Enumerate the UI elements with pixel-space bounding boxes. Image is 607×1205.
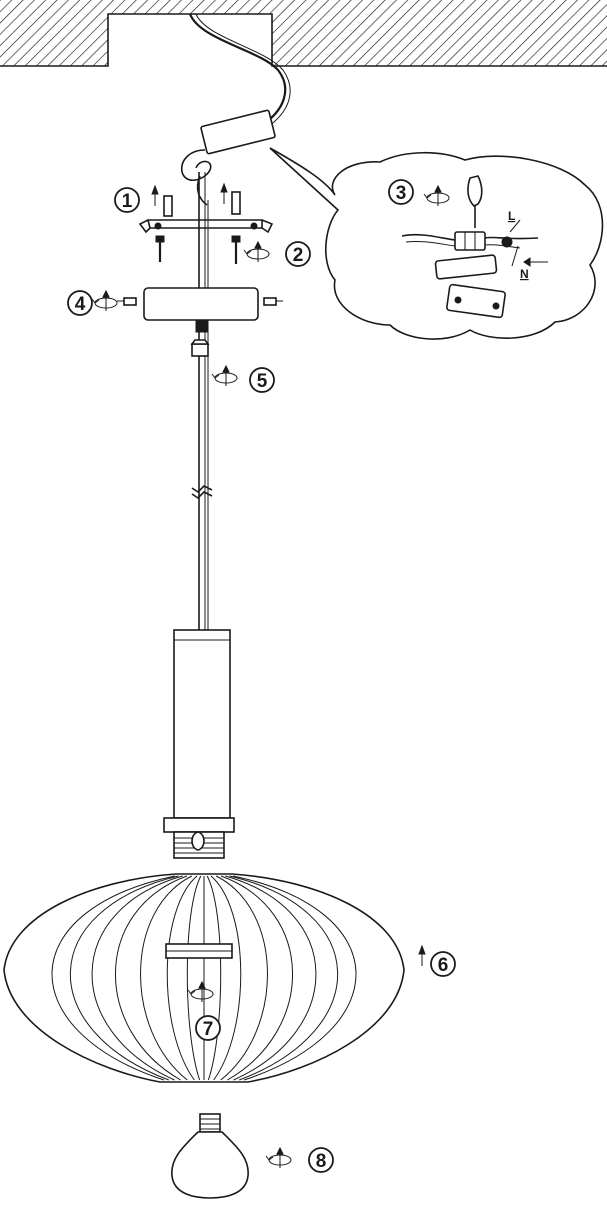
wiring-base-plate — [434, 254, 506, 319]
ceiling-canopy — [143, 287, 259, 321]
step-number: 6 — [438, 955, 449, 976]
shade-ring — [163, 817, 235, 833]
step-2-marker: 2 — [285, 241, 311, 267]
suspension-cable — [198, 172, 209, 630]
screw-left — [155, 235, 165, 262]
terminal-box — [200, 109, 276, 155]
shade-rib — [114, 875, 188, 1081]
shade-rib — [69, 875, 179, 1081]
wall-plug-right — [220, 183, 241, 215]
step-number: 1 — [122, 191, 133, 212]
step-number: 5 — [257, 371, 268, 392]
neutral-wire-label: N — [520, 267, 529, 281]
cable-break-mark — [191, 485, 213, 500]
step-number: 8 — [316, 1151, 327, 1172]
step-8-marker: 8 — [308, 1147, 334, 1173]
step-number: 4 — [75, 294, 86, 315]
mains-cable — [188, 13, 287, 126]
shade-rib — [210, 875, 242, 1081]
step-1-marker: 1 — [114, 187, 140, 213]
step-number: 7 — [203, 1019, 214, 1040]
box-wires — [180, 149, 212, 181]
shade-rib — [140, 875, 193, 1081]
wall-plug-left — [151, 185, 173, 217]
canopy-screw-right — [263, 297, 283, 306]
step-4-marker: 4 — [67, 290, 93, 316]
step-3-marker: 3 — [388, 179, 414, 205]
socket-thread — [173, 831, 225, 859]
shade-rib — [233, 875, 357, 1081]
step-6-marker: 6 — [430, 951, 456, 977]
shade-rib — [186, 875, 202, 1081]
cable-grip — [190, 319, 210, 357]
shade-rib — [91, 875, 183, 1081]
shade-rib — [215, 875, 268, 1081]
shade-rib — [206, 875, 222, 1081]
step-number: 3 — [396, 183, 407, 204]
shade-rib — [225, 875, 317, 1081]
screwdriver — [467, 175, 483, 228]
shade-rib — [166, 875, 198, 1081]
connector-block — [401, 231, 539, 251]
shade-rib — [51, 875, 175, 1081]
light-bulb — [171, 1113, 249, 1199]
mounting-bracket — [138, 219, 274, 234]
canopy-screw-left — [117, 297, 137, 306]
shade-rib — [229, 875, 339, 1081]
ceiling — [0, 0, 607, 67]
lamp-shade — [3, 873, 405, 1083]
shade-rib — [220, 875, 294, 1081]
lamp-holder-tube — [173, 629, 231, 819]
step-7-marker: 7 — [195, 1015, 221, 1041]
step-number: 2 — [293, 245, 304, 266]
step-5-marker: 5 — [249, 367, 275, 393]
screw-right — [231, 235, 241, 264]
live-wire-label: L — [508, 209, 515, 223]
